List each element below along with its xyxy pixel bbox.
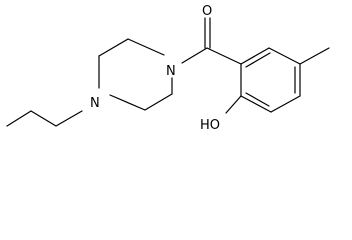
bond-propyl-ch3-ch2 — [6, 110, 32, 127]
amide-group — [181, 17, 242, 65]
substituents — [225, 47, 330, 114]
bond-ar-c2-c3 — [268, 47, 301, 65]
atom-label-amide-nitrogen: N — [166, 64, 176, 79]
piperazine-ring — [98, 38, 173, 111]
propyl-chain — [6, 110, 83, 127]
bond-propyl-ch2-ch2 — [30, 110, 57, 127]
molecule-drawing: O N N HO — [6, 4, 330, 133]
bond-carbonyl-c-aryl — [206, 47, 242, 65]
bond-ar-c5-c6 — [240, 95, 272, 113]
atom-label-propyl-nitrogen: N — [90, 96, 100, 111]
bond-ar-c1-c2 — [240, 47, 270, 65]
bond-propyl-ch2-n — [55, 110, 83, 127]
atom-label-carbonyl-oxygen: O — [202, 4, 212, 19]
bond-n1-carbonyl-c — [181, 47, 208, 64]
bond-ar-c4-c5 — [270, 95, 301, 113]
benzene-ring — [240, 47, 301, 113]
bond-c2-n1 — [127, 38, 165, 56]
bond-ar-c5-c6-inner — [245, 92, 270, 107]
bond-c5-n4 — [109, 94, 146, 111]
bond-c6-c5 — [144, 93, 173, 111]
structure-diagram: O N N HO — [6, 4, 330, 133]
bond-methyl — [299, 47, 330, 65]
bond-c3-c2 — [98, 38, 129, 57]
bond-hydroxyl — [225, 95, 242, 114]
bond-ar-c1-c2-inner — [245, 52, 271, 68]
atom-label-hydroxyl: HO — [200, 118, 220, 133]
